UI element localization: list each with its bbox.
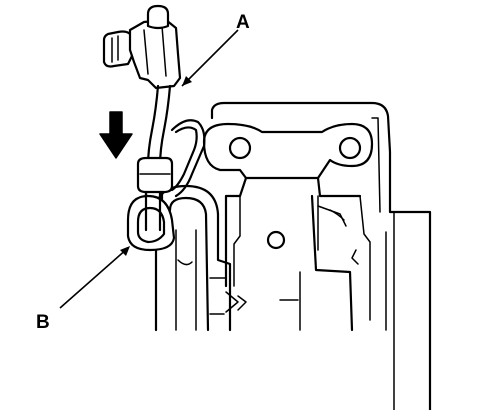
sensor-assembly xyxy=(102,4,206,252)
arrow-down-icon xyxy=(99,111,133,159)
callout-label-b: B xyxy=(36,312,50,333)
callout-label-a: A xyxy=(236,12,250,33)
housing xyxy=(154,101,432,410)
leader-line-b xyxy=(59,246,130,309)
leader-line-a xyxy=(181,29,239,87)
